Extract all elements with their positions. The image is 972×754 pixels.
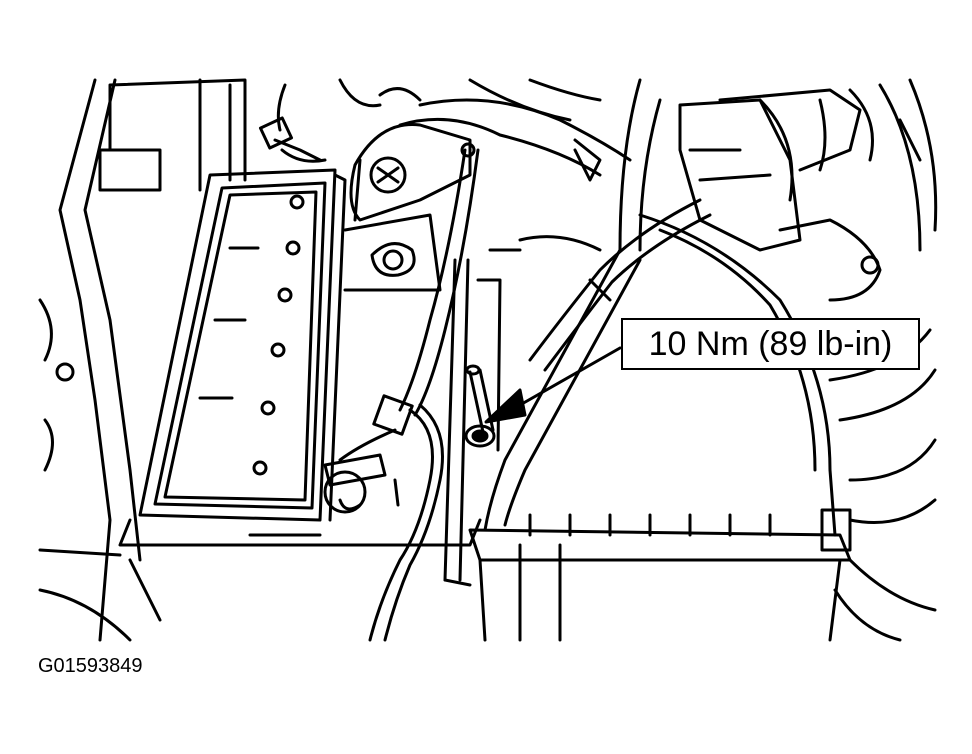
mounting-bracket — [343, 213, 442, 292]
battery-clamp — [323, 453, 400, 514]
mounting-bolt — [464, 364, 496, 448]
radiator-hoses — [820, 78, 938, 642]
battery — [138, 168, 347, 522]
battery-tray — [98, 78, 482, 547]
vacuum-hose — [518, 198, 712, 372]
intake-duct — [338, 78, 922, 302]
support-post — [443, 248, 522, 587]
figure-id: G01593849 — [38, 655, 143, 677]
terminal-cover — [349, 123, 476, 222]
air-cleaner-housing — [468, 213, 852, 642]
callout-leader-arrow — [484, 346, 622, 424]
wiring-harness — [258, 83, 480, 642]
fender-outline — [38, 78, 162, 642]
torque-spec-callout: 10 Nm (89 lb-in) — [621, 318, 920, 370]
